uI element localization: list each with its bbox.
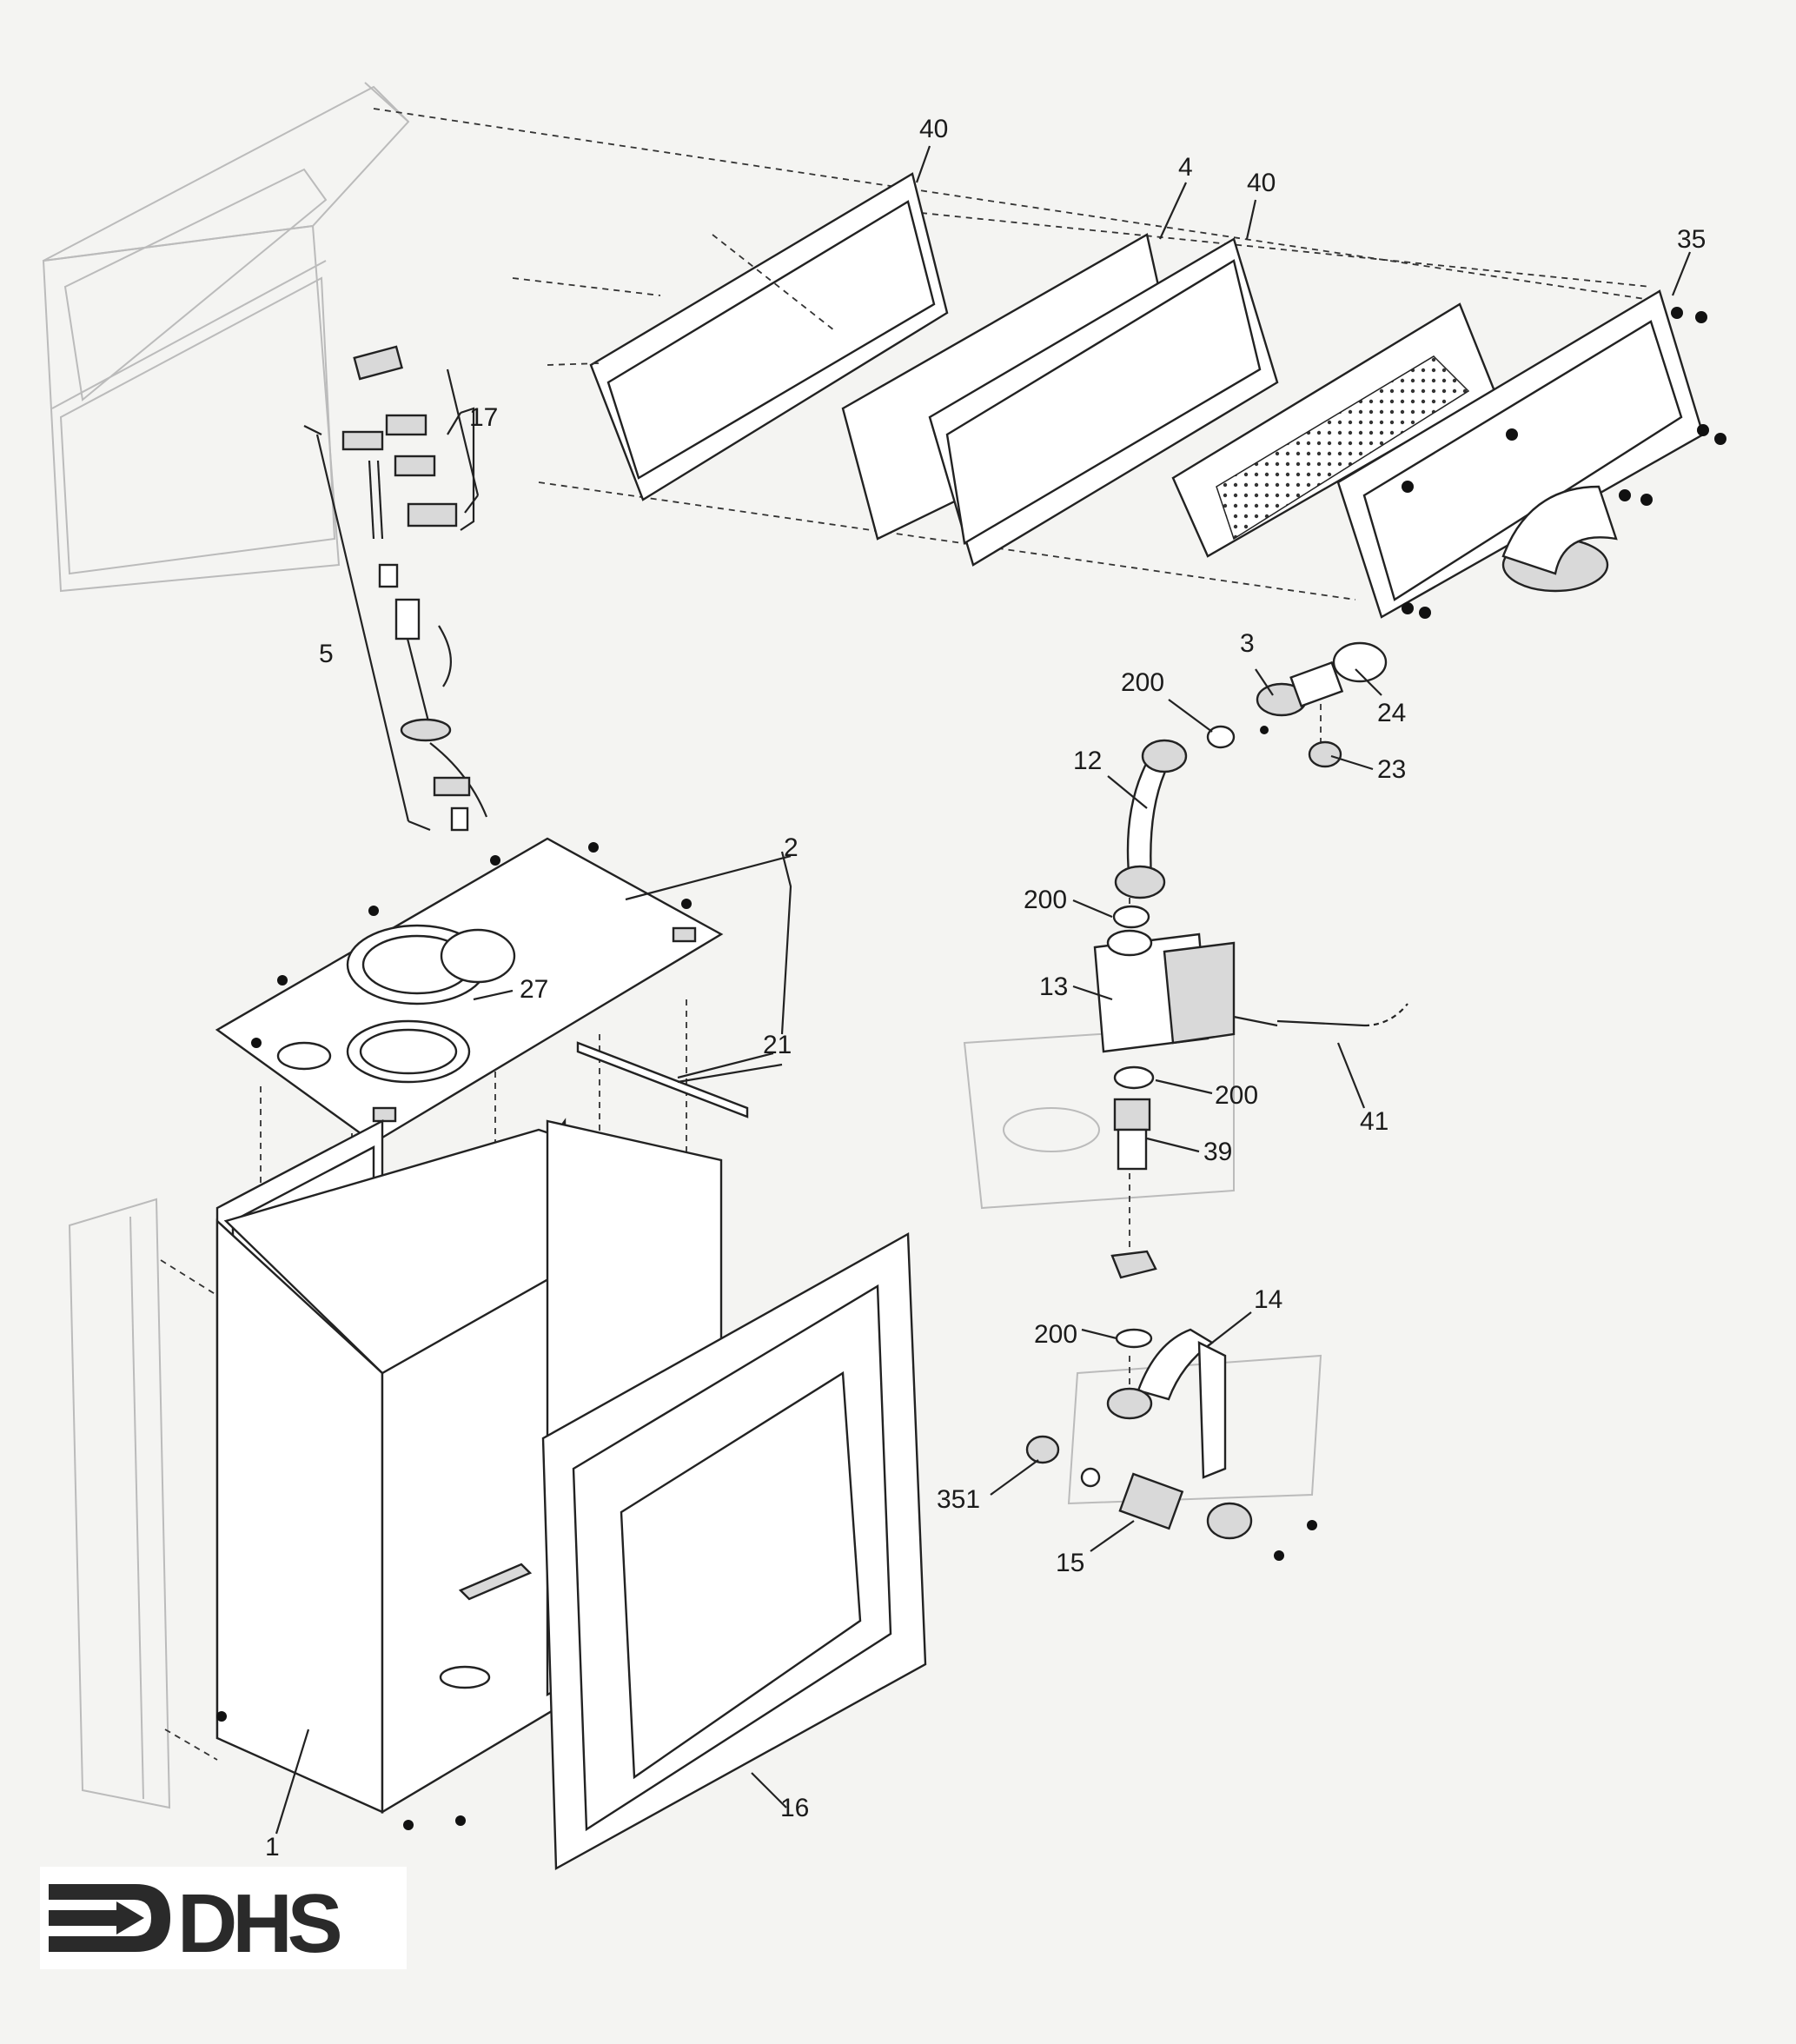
callout-23: 23	[1377, 755, 1406, 784]
side-gasket-21	[576, 1041, 783, 1118]
gasket-frame-40-left	[512, 172, 949, 501]
callout-21: 21	[763, 1031, 792, 1059]
callout-3: 3	[1240, 629, 1255, 658]
callout-4: 4	[1178, 153, 1193, 182]
ghost-top-casing	[42, 82, 410, 593]
callout-12: 12	[1073, 747, 1102, 775]
callout-200d: 200	[1034, 1320, 1077, 1349]
leader-lines	[275, 145, 1692, 1835]
callout-40a: 40	[919, 115, 948, 143]
callout-200c: 200	[1215, 1081, 1258, 1110]
callout-200b: 200	[1024, 886, 1067, 914]
callout-351: 351	[937, 1485, 980, 1514]
callout-24: 24	[1377, 699, 1406, 727]
electrode-assembly	[303, 345, 488, 832]
top-plate-2	[215, 837, 724, 1145]
callout-17: 17	[469, 403, 498, 432]
dhs-logo: DHS	[40, 1867, 407, 1970]
callout-35: 35	[1677, 225, 1706, 254]
logo-text: DHS	[177, 1877, 341, 1969]
part-callouts: 40 4 40 35 17 5 3 200 24 23 12 2 200 13 …	[265, 115, 1706, 1862]
callout-15: 15	[1056, 1549, 1084, 1577]
casing-body-1	[215, 1118, 723, 1815]
fixing-screws	[216, 726, 1317, 1830]
callout-27: 27	[520, 975, 548, 1004]
arrow-into-bracket-icon: DHS	[49, 1877, 346, 1970]
callout-39: 39	[1203, 1138, 1232, 1166]
gas-valve-assembly	[1025, 641, 1408, 1540]
ghost-side-casing	[68, 1198, 171, 1809]
callout-41: 41	[1360, 1107, 1388, 1136]
callout-13: 13	[1039, 972, 1068, 1001]
callout-14: 14	[1254, 1285, 1282, 1314]
callout-16: 16	[780, 1794, 809, 1822]
front-panel-16	[541, 1231, 927, 1871]
callout-1: 1	[265, 1833, 280, 1862]
manifold-35	[1336, 289, 1726, 619]
callout-200a: 200	[1121, 668, 1164, 697]
callout-5: 5	[319, 640, 334, 668]
combustion-panel-4	[841, 233, 1279, 567]
callout-2: 2	[784, 833, 799, 862]
callout-40b: 40	[1247, 169, 1276, 197]
